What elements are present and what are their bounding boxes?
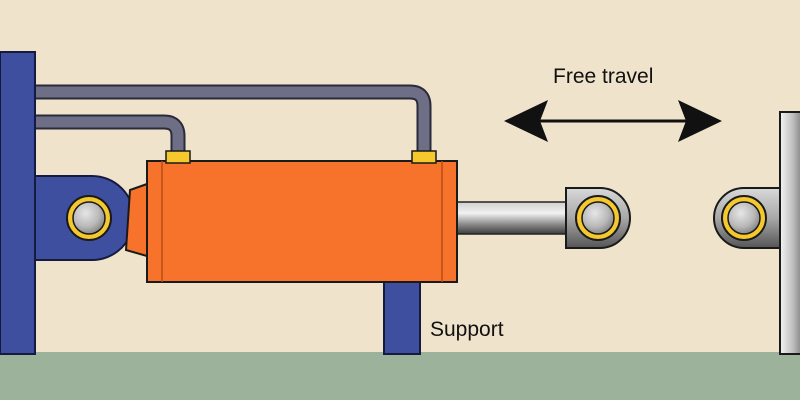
ground: [0, 352, 800, 400]
port-right: [411, 150, 437, 164]
load-wall: [779, 111, 800, 355]
cylinder-barrel: [146, 160, 458, 283]
piston-rod: [455, 201, 577, 235]
double-arrow-icon: [504, 100, 722, 142]
free-travel-label: Free travel: [553, 65, 654, 88]
load-eye-pin: [727, 201, 761, 235]
support-label: Support: [430, 318, 504, 341]
cylinder-end-cap: [124, 182, 148, 258]
hose-lower-fill: [30, 116, 184, 160]
rod-eye-pin: [581, 201, 615, 235]
port-left: [165, 150, 191, 164]
left-frame: [0, 51, 36, 355]
hose-upper-fill: [30, 86, 430, 160]
support-post: [383, 279, 421, 355]
hose-lower: [30, 114, 186, 160]
clevis-pin: [72, 201, 106, 235]
